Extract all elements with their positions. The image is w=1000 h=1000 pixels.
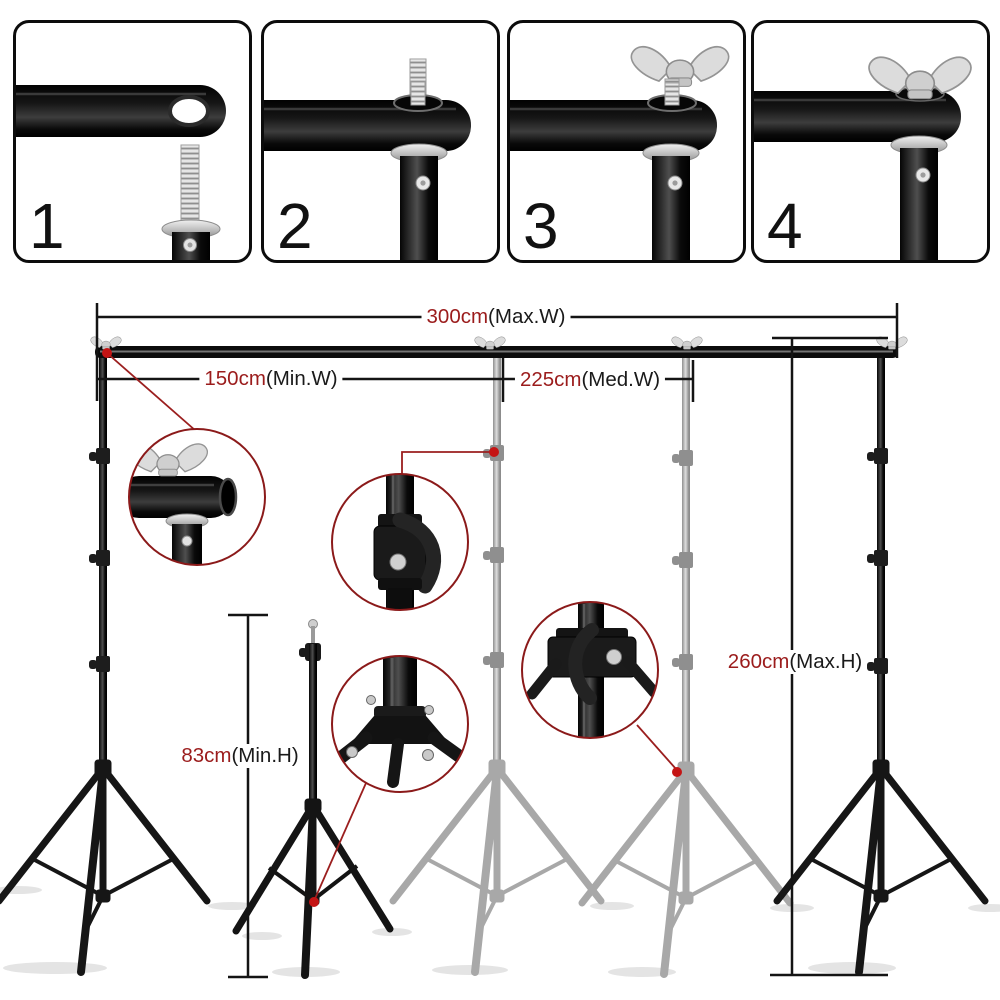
dimension-max-height: 260cm(Max.H)	[722, 650, 868, 674]
callout-pole-clamp	[331, 473, 469, 611]
marker-dots	[102, 348, 682, 907]
dimension-value: 260cm	[727, 650, 790, 673]
ghost-stand-center-left	[393, 358, 601, 972]
stand-left	[0, 356, 207, 972]
step-panel-3: 3	[507, 20, 746, 263]
step-number: 2	[277, 190, 313, 262]
callout-leg-lock	[521, 601, 659, 739]
dimension-qualifier: (Med.W)	[581, 368, 661, 391]
dimension-min-width: 150cm(Min.W)	[199, 367, 343, 391]
step-3-illustration	[510, 45, 730, 260]
step-panel-4: 4	[751, 20, 990, 263]
floor-shadows	[0, 886, 1000, 977]
wing-nut-icon	[630, 45, 730, 88]
dimension-qualifier: (Min.H)	[231, 744, 299, 767]
callout-connectors	[106, 352, 677, 902]
dimension-qualifier: (Max.H)	[789, 650, 863, 673]
step-panel-2: 2	[261, 20, 500, 263]
clamp-lever-icon	[526, 602, 658, 738]
dimension-value: 83cm	[181, 744, 232, 767]
step-1-illustration	[16, 85, 226, 260]
dimension-min-height: 83cm(Min.H)	[176, 744, 304, 768]
step-number: 1	[29, 190, 65, 262]
dimension-med-width: 225cm(Med.W)	[514, 368, 666, 392]
dimension-value: 300cm	[426, 305, 489, 328]
step-4-illustration	[754, 56, 972, 260]
callout-tripod-base	[331, 655, 469, 793]
mounting-hole	[168, 95, 210, 127]
tripod-base-icon	[332, 656, 468, 788]
dimension-qualifier: (Max.W)	[488, 305, 566, 328]
crossbar	[90, 336, 908, 358]
dimension-qualifier: (Min.W)	[265, 367, 338, 390]
step-2-illustration	[264, 58, 471, 260]
step-number: 3	[523, 190, 559, 262]
stand-right	[777, 356, 985, 972]
ghost-stand-center-right	[582, 358, 790, 974]
step-panel-1: 1	[13, 20, 252, 263]
step-number: 4	[767, 190, 803, 262]
dimension-max-width: 300cm(Max.W)	[421, 305, 571, 329]
screw-post	[180, 144, 200, 228]
dimension-value: 150cm	[204, 367, 266, 390]
callout-crossbar-connection	[128, 428, 266, 566]
clamp-lever-icon	[373, 474, 442, 610]
dimension-value: 225cm	[519, 368, 582, 391]
